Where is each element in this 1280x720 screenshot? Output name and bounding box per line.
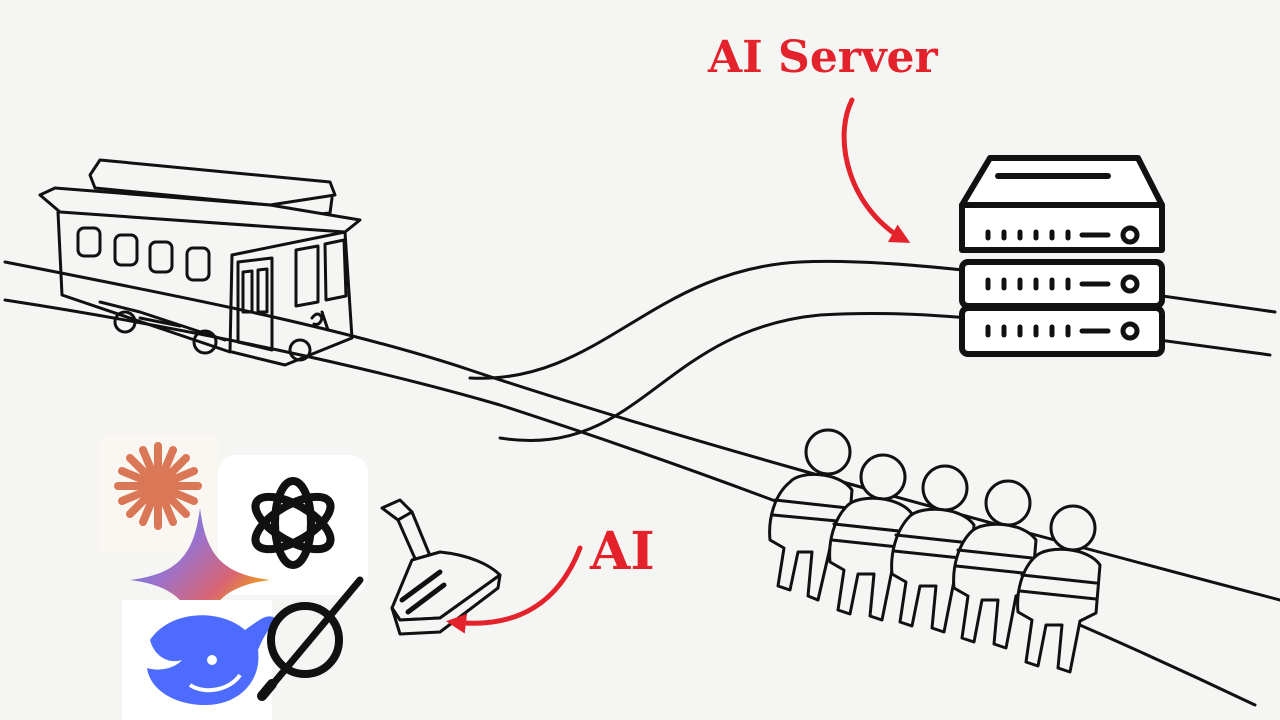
openai-logo-icon	[251, 477, 335, 569]
openai-tile	[218, 455, 368, 595]
gemini-logo-icon	[130, 508, 270, 652]
person-2	[828, 453, 914, 622]
person-1	[768, 428, 854, 602]
person-3	[890, 464, 976, 634]
ai-logos-collage	[100, 435, 368, 720]
arrow-to-server	[841, 97, 911, 243]
lever-icon	[380, 498, 502, 636]
arrow-to-lever	[446, 545, 583, 634]
deepseek-logo-icon	[147, 615, 278, 705]
server-icon	[959, 155, 1165, 357]
person-5	[1016, 504, 1102, 674]
annotation-arrows	[446, 97, 911, 634]
grok-logo-icon	[257, 576, 364, 701]
ai-server-label: AI Server	[708, 32, 938, 83]
ai-label: AI	[590, 521, 655, 582]
people-tied-icon	[768, 428, 1102, 674]
claude-logo-icon	[114, 442, 202, 530]
person-4	[952, 479, 1038, 650]
trolley-icon	[38, 158, 362, 367]
